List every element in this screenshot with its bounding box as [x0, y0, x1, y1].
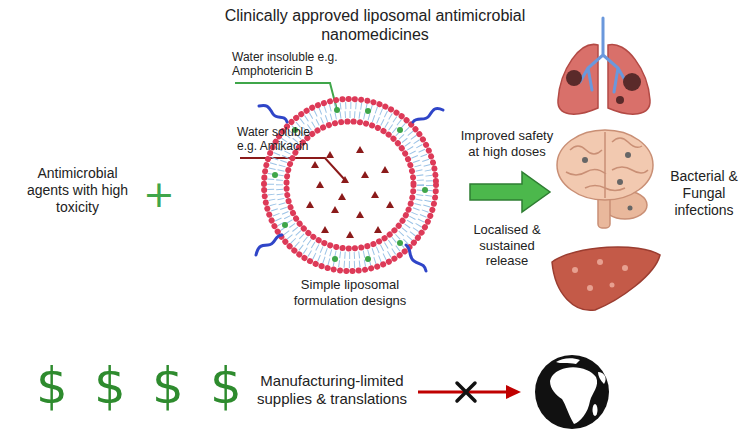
- cost-symbol: $: [204, 356, 248, 416]
- liver: [552, 247, 660, 310]
- node-caption: Simple liposomal formulation designs: [285, 277, 415, 308]
- infection-spot: [566, 70, 582, 86]
- infection-spot: [616, 96, 624, 104]
- infection-spot: [610, 283, 615, 288]
- plus-sign: +: [143, 172, 173, 218]
- cerebrum: [557, 130, 653, 200]
- infection-spot: [625, 152, 631, 158]
- lipid-heads: [264, 99, 436, 271]
- infection-spot: [587, 285, 593, 291]
- continent: [556, 358, 580, 364]
- infection-spot: [622, 265, 628, 271]
- globe: [535, 355, 609, 429]
- continent: [598, 372, 606, 384]
- infection-spot: [623, 73, 641, 91]
- island: [593, 404, 598, 416]
- title: Clinically approved liposomal antimicrob…: [190, 6, 560, 44]
- brain-icon: [557, 130, 653, 228]
- infection-spot: [582, 157, 588, 163]
- cost-symbol: $: [88, 356, 132, 416]
- liver-icon: [552, 247, 660, 310]
- benefit-label: Localised & sustained release: [462, 222, 552, 269]
- liposome-illustration: [250, 95, 450, 275]
- callout-label: Water soluble e.g. Amikacin: [237, 125, 332, 154]
- green-arrow: [470, 172, 550, 212]
- description-label: Antimicrobial agents with high toxicity: [15, 165, 140, 215]
- leader-line: [240, 158, 345, 180]
- infection-spot: [617, 179, 623, 185]
- lung: [608, 44, 650, 114]
- infection-spot: [572, 267, 578, 273]
- cost-symbol: $: [146, 356, 190, 416]
- callout-label: Water insoluble e.g. Amphotericin B: [232, 50, 344, 79]
- gyri: [566, 132, 648, 198]
- lungs-icon: [558, 18, 650, 114]
- cost-symbol: $: [30, 356, 74, 416]
- cross-mark: [457, 383, 475, 401]
- outcome-label: Bacterial & Fungal infections: [665, 168, 743, 218]
- arrow-head: [506, 385, 521, 399]
- infection-spot: [597, 259, 603, 265]
- continent: [550, 367, 597, 424]
- infection-spot: [628, 206, 633, 211]
- benefit-label: Improved safety at high doses: [457, 128, 557, 159]
- globe-icon: [535, 355, 609, 429]
- lung: [558, 44, 598, 114]
- bronchi: [580, 18, 626, 92]
- leader-line: [235, 83, 337, 110]
- hydrophilic-drug: [306, 146, 394, 238]
- limitation-label: Manufacturing-limited supplies & transla…: [248, 372, 416, 408]
